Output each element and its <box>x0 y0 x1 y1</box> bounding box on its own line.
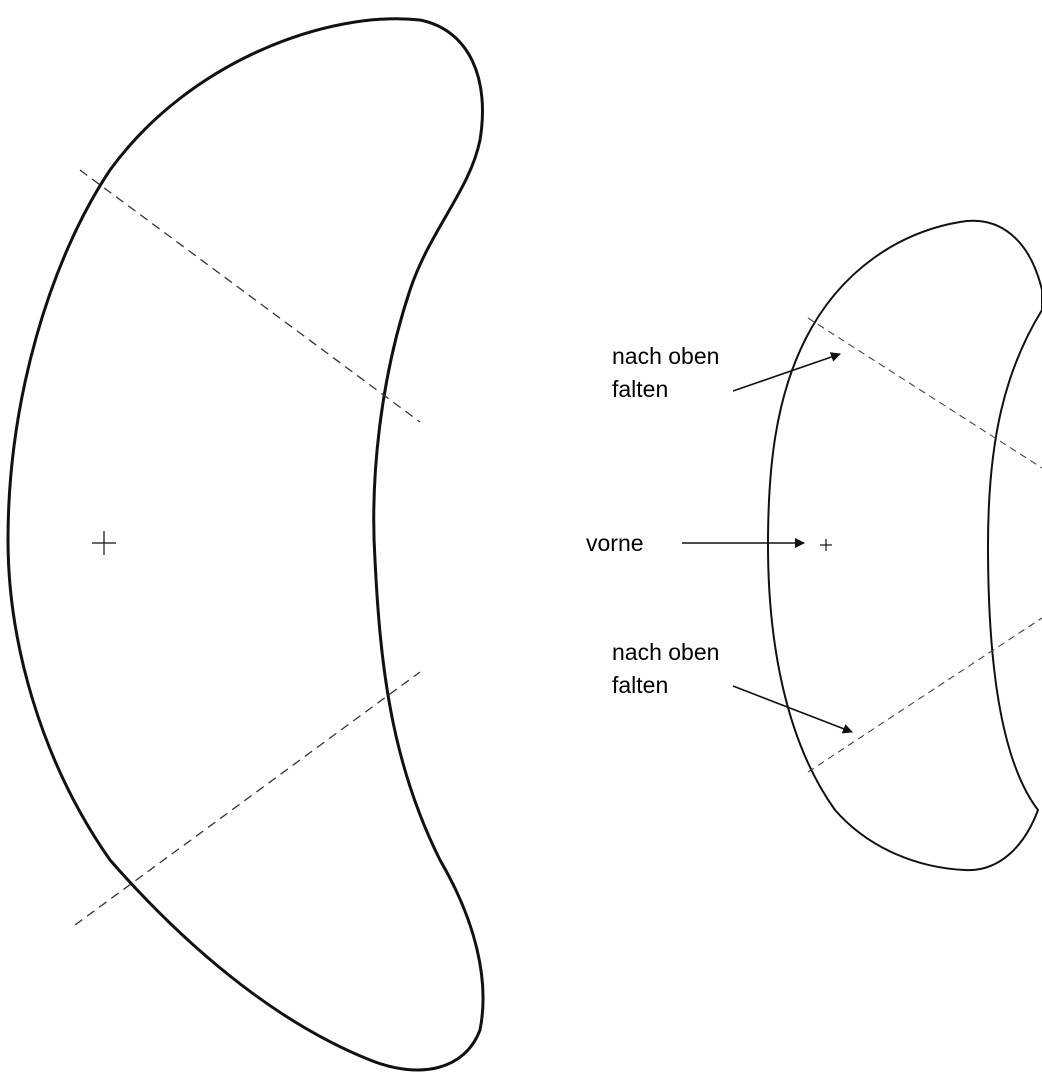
large-fold-line-top <box>79 169 421 423</box>
large-crescent-outline <box>6 17 485 1072</box>
annotation-fold-top: nach oben falten <box>612 343 841 402</box>
annotation-fold-bottom: nach oben falten <box>612 639 853 734</box>
small-fold-line-bottom <box>807 617 1042 773</box>
fold-top-arrow <box>732 352 841 392</box>
fold-bottom-label-line2: falten <box>612 672 668 698</box>
fold-bottom-arrow <box>732 685 853 734</box>
small-center-mark <box>820 539 832 551</box>
small-crescent-outline <box>767 219 1042 872</box>
front-label: vorne <box>586 530 644 556</box>
fold-top-label-line2: falten <box>612 376 668 402</box>
large-crescent-template <box>6 17 485 1072</box>
annotation-front: vorne <box>586 530 805 556</box>
fold-bottom-label-line1: nach oben <box>612 639 719 665</box>
large-center-mark <box>92 531 116 555</box>
small-fold-line-top <box>807 317 1042 469</box>
large-fold-line-bottom <box>74 671 421 926</box>
fold-top-label-line1: nach oben <box>612 343 719 369</box>
small-crescent-template <box>767 219 1042 872</box>
